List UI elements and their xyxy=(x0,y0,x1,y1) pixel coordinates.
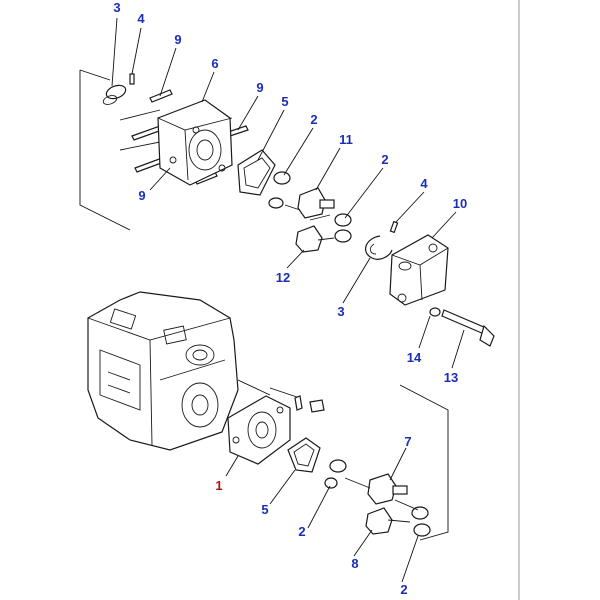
callout-8-driven-gear: 8 xyxy=(351,556,358,571)
lower-group-bracket xyxy=(399,384,449,541)
callout-2-o-ring: 2 xyxy=(310,112,317,127)
callout-3-snap-ring: 3 xyxy=(337,304,344,319)
drive-gear-part xyxy=(284,187,335,221)
washer-part xyxy=(429,307,441,317)
callout-14-washer: 14 xyxy=(407,350,422,365)
callout-13-bolt: 13 xyxy=(444,370,458,385)
pump-plate-part xyxy=(227,379,325,465)
callout-2-o-ring: 2 xyxy=(381,152,388,167)
callout-6-gear-case: 6 xyxy=(211,56,218,71)
callout-9-dowel-pin: 9 xyxy=(256,80,263,95)
o-ring-part xyxy=(324,459,431,537)
driven-gear-part xyxy=(295,225,335,253)
gear-case-part xyxy=(157,99,233,186)
gasket-part xyxy=(237,149,276,196)
callout-1-pump-assembly: 1 xyxy=(215,478,222,493)
snap-ring-part xyxy=(102,84,127,105)
callout-4-pin: 4 xyxy=(420,176,428,191)
callout-labels: 3 4 9 6 9 5 2 11 2 9 4 10 12 3 14 13 1 7… xyxy=(113,0,467,597)
callout-7-drive-gear: 7 xyxy=(404,434,411,449)
callout-9-dowel-pin: 9 xyxy=(174,32,181,47)
pin-part xyxy=(389,220,399,234)
snap-ring-part xyxy=(364,235,393,260)
callout-2-o-ring: 2 xyxy=(298,524,305,539)
callout-3-snap-ring: 3 xyxy=(113,0,120,15)
drive-gear-part xyxy=(344,473,419,511)
cover-part xyxy=(389,234,449,306)
o-ring-part xyxy=(268,171,352,243)
callout-2-o-ring: 2 xyxy=(400,582,407,597)
leader-lines xyxy=(111,17,465,583)
callout-4-pin: 4 xyxy=(137,11,145,26)
callout-11-drive-gear: 11 xyxy=(339,132,353,147)
callout-12-driven-gear: 12 xyxy=(276,270,290,285)
main-pump-body xyxy=(87,291,239,451)
upper-group-bracket xyxy=(79,70,131,231)
pin-part xyxy=(129,73,135,85)
gasket-part xyxy=(287,437,321,473)
driven-gear-part xyxy=(365,507,411,535)
callout-10-cover: 10 xyxy=(453,196,467,211)
callout-5-gasket: 5 xyxy=(281,94,288,109)
callout-9-dowel-pin: 9 xyxy=(138,188,145,203)
bolt-part xyxy=(441,309,495,347)
callout-5-gasket: 5 xyxy=(261,502,268,517)
